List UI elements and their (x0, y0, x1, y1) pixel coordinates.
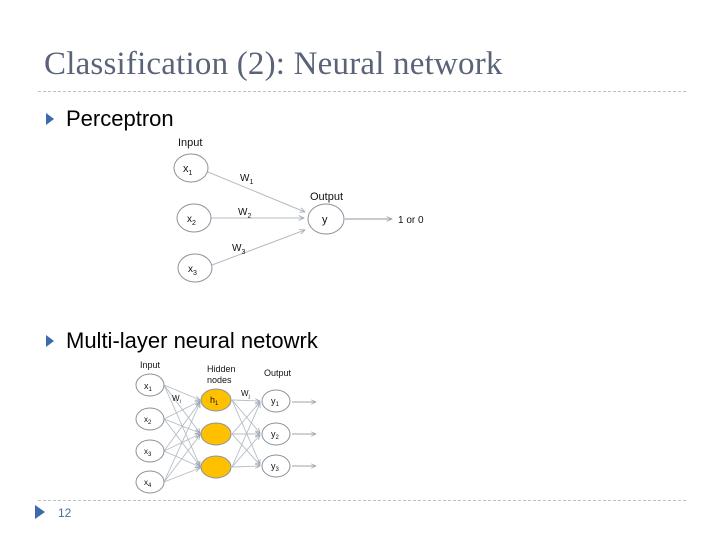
perceptron-input-label-2: x2 (187, 214, 196, 227)
mlp-input-node (135, 407, 165, 431)
mlp-diagram: Input Hidden nodes Output (135, 360, 316, 494)
mlp-output-label-2: y2 (271, 429, 280, 441)
mlp-weight-out: Wj (241, 389, 250, 400)
bullet-perceptron: Perceptron (46, 106, 174, 132)
bullet-text: Perceptron (66, 106, 174, 131)
mlp-input-label: Input (140, 360, 161, 370)
mlp-input-hidden-edges (163, 384, 200, 483)
mlp-hidden-node (200, 422, 232, 446)
footer-triangle-icon (35, 505, 45, 519)
perceptron-output-label: Output (310, 191, 343, 203)
mlp-input-label-1: x1 (144, 381, 153, 393)
perceptron-edge-x3 (211, 230, 305, 266)
mlp-hidden-label-line1: Hidden (207, 364, 236, 374)
perceptron-result-label: 1 or 0 (398, 215, 424, 226)
footer-divider (38, 500, 686, 501)
mlp-output-arrows (292, 402, 316, 466)
perceptron-input-node (173, 153, 209, 183)
perceptron-diagram: Input Output x1 x2 x3 W1 W2 W3 y 1 or 0 (173, 137, 424, 283)
mlp-weight-in: Wi (172, 394, 181, 405)
bullet-text: Multi-layer neural netowrk (66, 328, 318, 353)
mlp-output-node (261, 422, 291, 446)
perceptron-input-label: Input (178, 137, 202, 149)
mlp-output-label-1: y1 (271, 396, 280, 408)
slide-title: Classification (2): Neural network (44, 46, 503, 82)
mlp-hidden-output-edges (231, 400, 260, 467)
page-number: 12 (58, 506, 72, 520)
bullet-multilayer: Multi-layer neural netowrk (46, 328, 318, 354)
perceptron-edge-x1 (207, 171, 305, 212)
mlp-hidden-label-line2: nodes (207, 375, 232, 385)
perceptron-input-label-1: x1 (183, 163, 193, 177)
perceptron-output-node-label: y (322, 214, 328, 226)
mlp-input-label-4: x4 (144, 478, 152, 489)
perceptron-weight-3: W3 (232, 243, 245, 256)
bullet-triangle-icon (46, 113, 54, 125)
perceptron-weight-2: W2 (238, 207, 251, 220)
mlp-output-label: Output (264, 368, 292, 378)
mlp-output-node (261, 389, 291, 413)
mlp-input-label-3: x3 (144, 447, 152, 458)
bullet-triangle-icon (46, 335, 54, 347)
mlp-output-node (261, 454, 291, 478)
mlp-input-label-2: x2 (144, 415, 152, 426)
title-divider (38, 91, 686, 92)
mlp-output-label-3: y3 (271, 461, 280, 473)
mlp-hidden-node (200, 455, 232, 479)
mlp-input-node (135, 373, 165, 397)
mlp-input-node (135, 470, 165, 494)
perceptron-input-label-3: x3 (188, 264, 197, 277)
mlp-hidden-label-1: h1 (210, 395, 219, 407)
perceptron-output-node (307, 203, 345, 235)
perceptron-input-node (176, 203, 212, 233)
perceptron-weight-1: W1 (240, 173, 253, 186)
mlp-hidden-node (200, 388, 232, 412)
mlp-input-node (135, 439, 165, 463)
perceptron-input-node (177, 253, 213, 283)
